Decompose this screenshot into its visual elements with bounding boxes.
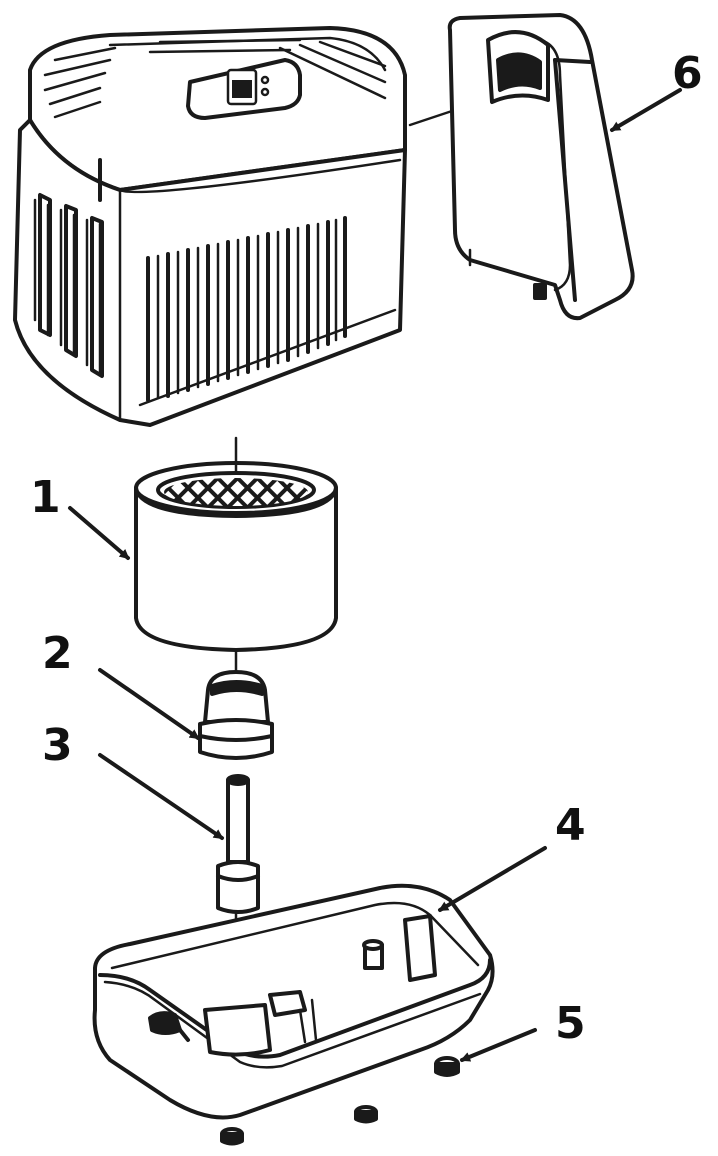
humidifier-housing-icon [13,26,407,427]
callout-labels: 1 2 3 4 5 6 [30,48,703,1049]
water-bottle-icon [447,13,635,321]
front-vents [146,216,347,402]
leader-5 [460,1028,537,1062]
leader-2 [98,668,200,740]
callout-5: 5 [555,998,586,1049]
callout-2: 2 [42,628,73,679]
leader-3 [98,753,224,840]
callout-1: 1 [30,472,61,523]
callout-3: 3 [42,720,73,771]
control-panel [186,58,302,120]
left-side-vents [33,158,104,378]
top-vent-grille [43,38,387,119]
float-icon [198,648,274,760]
callout-6: 6 [672,48,703,99]
callout-leaders [68,88,682,1062]
callout-4: 4 [555,800,586,851]
foot-icon [220,1056,460,1146]
float-rod-icon [216,774,260,950]
leader-1 [68,506,130,560]
leader-4 [438,846,547,912]
leader-6 [610,88,682,132]
wick-filter-icon [134,436,338,652]
base-tray-icon [92,883,495,1120]
